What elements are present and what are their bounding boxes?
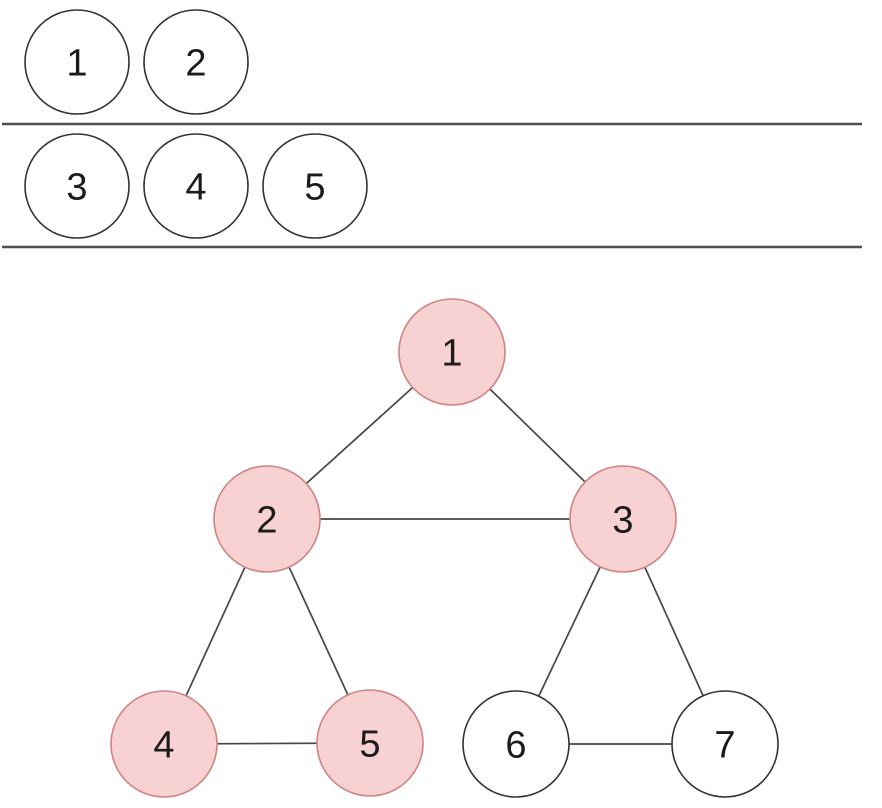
graph-node-label: 7 (714, 725, 735, 767)
queue-cell-label: 1 (66, 43, 87, 85)
queue-cell-circle (24, 133, 130, 239)
queue-cell-circle (143, 133, 249, 239)
graph-node-circle (462, 690, 570, 798)
graph-node-circle-visited (316, 689, 424, 797)
graph-node-label: 5 (359, 724, 380, 766)
graph-nodes: 1 2 3 4 5 6 7 (110, 298, 779, 798)
graph-node-circle-visited (569, 465, 677, 573)
queue-cell: 3 (24, 133, 130, 239)
graph-node-label: 4 (153, 725, 174, 767)
graph-node-1: 1 (398, 298, 506, 406)
queue-cell-circle (24, 9, 130, 115)
graph-node-2: 2 (213, 465, 321, 573)
graph-node-label: 2 (256, 500, 277, 542)
queue-cell: 1 (24, 9, 130, 115)
queue-row-2: 3 4 5 (24, 133, 368, 239)
queue-cell-circle (143, 9, 249, 115)
graph-node-label: 3 (612, 500, 633, 542)
queue-cell-circle (262, 133, 368, 239)
graph-node-4: 4 (110, 690, 218, 798)
queue-divider-lines (2, 122, 862, 249)
queue-cell-label: 2 (185, 43, 206, 85)
graph-node-label: 6 (505, 725, 526, 767)
graph-node-6: 6 (462, 690, 570, 798)
queue-cell-label: 4 (185, 167, 206, 209)
graph-node-circle-visited (110, 690, 218, 798)
queue-cell: 5 (262, 133, 368, 239)
graph-node-7: 7 (671, 690, 779, 798)
queue-cell: 4 (143, 133, 249, 239)
graph-node-3: 3 (569, 465, 677, 573)
graph-node-5: 5 (316, 689, 424, 797)
graph-node-circle (671, 690, 779, 798)
graph-node-circle-visited (398, 298, 506, 406)
graph-node-circle-visited (213, 465, 321, 573)
graph-node-label: 1 (441, 333, 462, 375)
queue-cell-label: 5 (304, 167, 325, 209)
queue-cell: 2 (143, 9, 249, 115)
queue-cell-label: 3 (66, 167, 87, 209)
